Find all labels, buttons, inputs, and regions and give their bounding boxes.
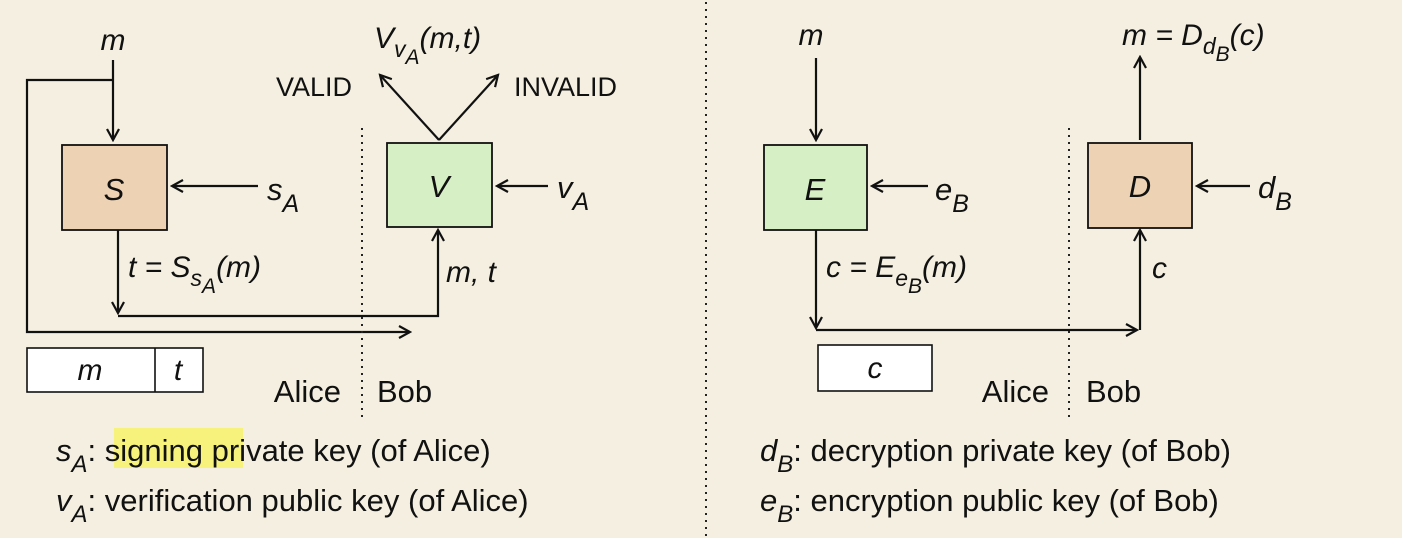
valid-label: VALID <box>276 72 352 102</box>
legend-verification-key: vA: verification public key (of Alice) <box>56 483 529 528</box>
receiver-label: Bob <box>377 374 432 409</box>
verify-key-label: vA <box>557 170 589 216</box>
sign-key-label: sA <box>267 172 299 218</box>
legend-decryption-key: dB: decryption private key (of Bob) <box>760 433 1231 478</box>
decrypt-box-label: D <box>1129 169 1151 204</box>
packet-message: m <box>78 354 103 387</box>
packet-signature: t <box>174 354 184 387</box>
sign-box <box>61 144 168 231</box>
invalid-label: INVALID <box>514 72 617 102</box>
verify-output-label: VvA(m,t) <box>374 22 481 69</box>
packet-ciphertext: c <box>868 352 883 385</box>
encrypt-output-label: c = EeB(m) <box>826 251 967 298</box>
decrypt-box <box>1087 142 1193 229</box>
legend-signing-key: sA: signing private key (of Alice) <box>56 433 491 478</box>
sign-output-label: t = SsA(m) <box>128 251 261 298</box>
encrypt-key-label: eB <box>935 172 969 218</box>
encryption-receiver-label: Bob <box>1086 374 1141 409</box>
signed-packet <box>26 347 204 393</box>
invalid-arrow <box>438 75 498 141</box>
encryption-input-label: m <box>799 19 824 52</box>
signature-panel: m S sA t = SsA(m) m, t V vA VALID INVALI… <box>25 22 617 528</box>
encryption-panel: m E eB c = EeB(m) c D dB m = DdB(c) c Al… <box>760 19 1292 528</box>
signing-highlight <box>114 428 243 468</box>
sign-box-label: S <box>104 172 125 207</box>
decrypt-output-label: m = DdB(c) <box>1122 19 1265 66</box>
message-bypass-arrow <box>25 78 410 332</box>
received-ciphertext-label: c <box>1152 252 1167 285</box>
verify-box <box>386 142 493 228</box>
ciphertext-packet <box>817 344 933 392</box>
signature-input-label: m <box>101 24 126 57</box>
legend-encryption-key: eB: encryption public key (of Bob) <box>760 483 1219 528</box>
encrypt-box-label: E <box>805 172 826 207</box>
verify-box-label: V <box>429 169 453 204</box>
transmit-to-verify-arrow <box>118 230 438 318</box>
encryption-sender-label: Alice <box>982 374 1049 409</box>
sender-label: Alice <box>274 374 341 409</box>
received-label: m, t <box>446 256 498 289</box>
valid-arrow <box>380 75 440 141</box>
decrypt-key-label: dB <box>1258 170 1292 216</box>
